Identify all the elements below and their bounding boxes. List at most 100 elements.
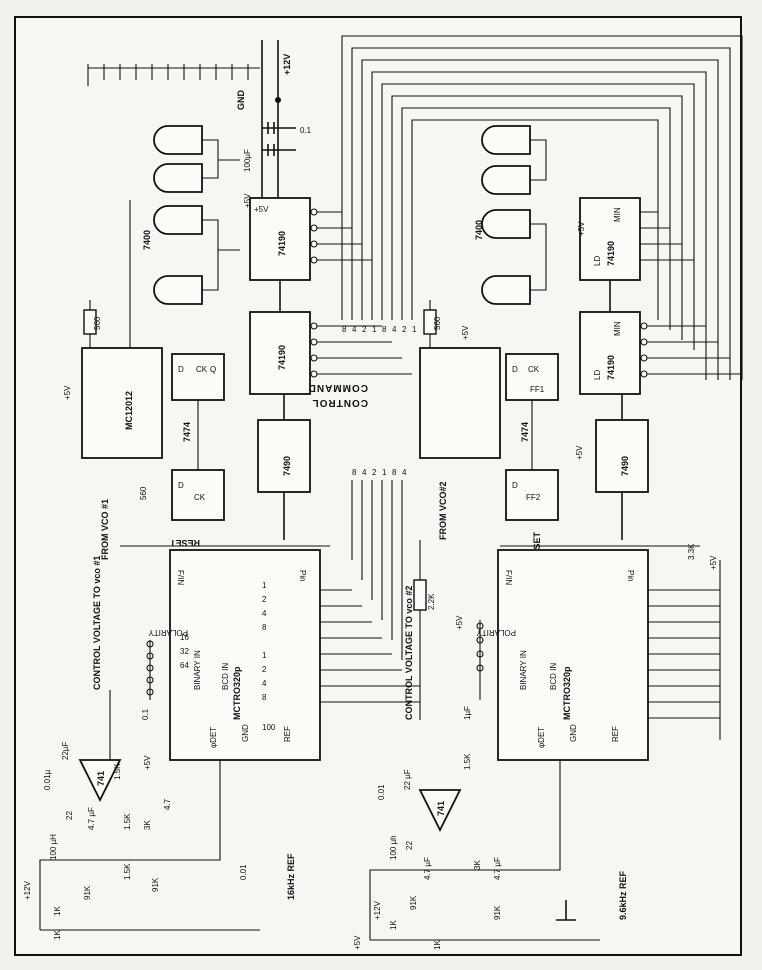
c001-top2: 0.01 (239, 864, 248, 880)
bcd-7: 2 (262, 595, 267, 604)
r560-c: 560 (433, 316, 442, 330)
bit-6: 2 (402, 325, 407, 334)
r1k-bot2: 1K (433, 940, 442, 950)
pll-bottom-label: MCTRO320p (562, 666, 572, 720)
pll-top-binary: BINARY IN (193, 650, 202, 690)
pll-bot-polarity: POLARITY (476, 628, 516, 637)
cap-01-top: 0.1 (300, 126, 312, 135)
c001-bot: 0.01 (377, 784, 386, 800)
c22-top: 22µF (61, 741, 70, 760)
pll-top-det: φDET (209, 727, 218, 748)
bit-b1: 4 (362, 468, 367, 477)
c47-top2: 4.7 (163, 798, 172, 810)
plus5-opa: +5V (143, 755, 152, 770)
opamp-top-741: 741 22µF 0.01µ 100 µH 22 4.7 µF 1.5K 3K … (23, 708, 296, 940)
decade-top-7490: 7490 (257, 394, 311, 540)
plus5-pb: +5V (461, 325, 470, 340)
min-a: MIN (613, 321, 622, 336)
nand-top-7400: 7400 (142, 125, 240, 305)
r22-bot: 22 (405, 841, 414, 850)
pll-top-gnd: GND (241, 724, 250, 742)
r3k-top: 3K (143, 820, 152, 830)
c47-bot: 4.7 µF (423, 857, 432, 880)
ctrl-v2: CONTROL VOLTAGE TO vco #2 (404, 586, 414, 720)
bit-b5: 4 (402, 468, 407, 477)
ff-top2-ck: CK (194, 493, 206, 502)
pll-top-ref: REF (283, 726, 292, 742)
r1k-top2: 1K (53, 930, 62, 940)
decade-bottom-7490: 7490 +5V (575, 394, 649, 540)
command-label: COMMAND (308, 382, 368, 393)
dec-top-label: 7490 (282, 456, 292, 476)
c001-top: 0.01µ (43, 769, 52, 790)
ff-top-label: 7474 (182, 422, 192, 442)
r1k-bot: 1K (389, 920, 398, 930)
bcd-1: 8 (262, 693, 267, 702)
bit-b0: 8 (352, 468, 357, 477)
r91k-bot: 91K (409, 895, 418, 910)
from-vco1: FROM VCO #1 (100, 499, 110, 560)
gnd-label: GND (236, 90, 246, 111)
cnt-top-a-label: 74190 (277, 345, 287, 370)
pll-top-pin: Pin (298, 570, 307, 582)
r1-5k-bot: 1.5K (463, 753, 472, 770)
r3-3k: 3.3K (687, 543, 696, 560)
rset-label: RSET (532, 531, 542, 556)
c22-bot: 22 µF (403, 769, 412, 790)
r1-5k-top3: 1.5K (123, 863, 132, 880)
ff-bot-ck: CK (528, 365, 540, 374)
min-b: MIN (613, 207, 622, 222)
cap-100u: 100µF (243, 149, 252, 172)
reset-label: RESET (169, 538, 200, 548)
plus5-db: +5V (575, 445, 584, 460)
power-supply: +12V GND 0.1 100µF +5V (236, 40, 312, 240)
from-vco2: FROM VCO#2 (438, 481, 448, 540)
counter-top-a: 74190 (249, 280, 412, 395)
cnt-top-b-label: 74190 (277, 231, 287, 256)
dec-bot-label: 7490 (620, 456, 630, 476)
r22-top: 22 (65, 811, 74, 820)
bcd-5: 8 (262, 623, 267, 632)
ref-top: 16kHz REF (286, 853, 296, 900)
plus5-bot: +5V (353, 935, 362, 950)
cnt-bot-b-label: 74190 (606, 241, 616, 266)
pll-bot-gnd: GND (569, 724, 578, 742)
command-bus: COMMAND CONTROL 8 4 2 1 8 4 2 1 8 4 2 1 … (308, 35, 743, 660)
cnt-bot-a-label: 74190 (606, 355, 616, 380)
r560-b: 560 (139, 486, 148, 500)
bw-0: 64 (180, 661, 189, 670)
bit-4: 8 (382, 325, 387, 334)
bit-b2: 2 (372, 468, 377, 477)
counter-bottom-b: 74190 MIN LD +5V (577, 197, 694, 281)
ff-top-ck: CK (196, 365, 208, 374)
plus5-mid: +5V (455, 615, 464, 630)
ctrl-v1: CONTROL VOLTAGE TO vco #1 (92, 556, 102, 690)
pll-top-fin: F/IN (176, 570, 185, 585)
r3k-bot: 3K (473, 860, 482, 870)
ff-top-d: D (178, 365, 184, 374)
prescaler-bottom: 560 +5V (419, 300, 501, 459)
control-label: CONTROL (312, 397, 368, 408)
dip-switches-top[interactable]: 2.2K +5V (146, 540, 464, 720)
flipflop-top-7474: D CK Q 7474 D CK 560 (139, 353, 225, 521)
ff-top-q: Q (210, 365, 216, 374)
pll-bot-fin: F/IN (504, 570, 513, 585)
ff-bot2-d: D (512, 481, 518, 490)
bw-1: 32 (180, 647, 189, 656)
pll-top-label: MCTRO320p (232, 666, 242, 720)
bw-2: 16 (180, 633, 189, 642)
pll-top-bcd: BCD IN (221, 663, 230, 690)
plus12-bot: +12V (373, 900, 382, 920)
bit-2: 2 (362, 325, 367, 334)
nand-bottom-7400: 7400 (474, 125, 547, 305)
c1u: 1µF (463, 706, 472, 720)
bit-b3: 1 (382, 468, 387, 477)
plus5-mc: +5V (63, 385, 72, 400)
plus5-b: +5V (254, 205, 269, 214)
ref-bottom: 9.6kHz REF (618, 870, 628, 920)
dip-switches-bottom[interactable] (476, 560, 721, 740)
counter-bottom-a: 74190 MIN LD (579, 280, 742, 395)
l100-top: 100 µH (49, 834, 58, 860)
ld-a: LD (593, 370, 602, 380)
